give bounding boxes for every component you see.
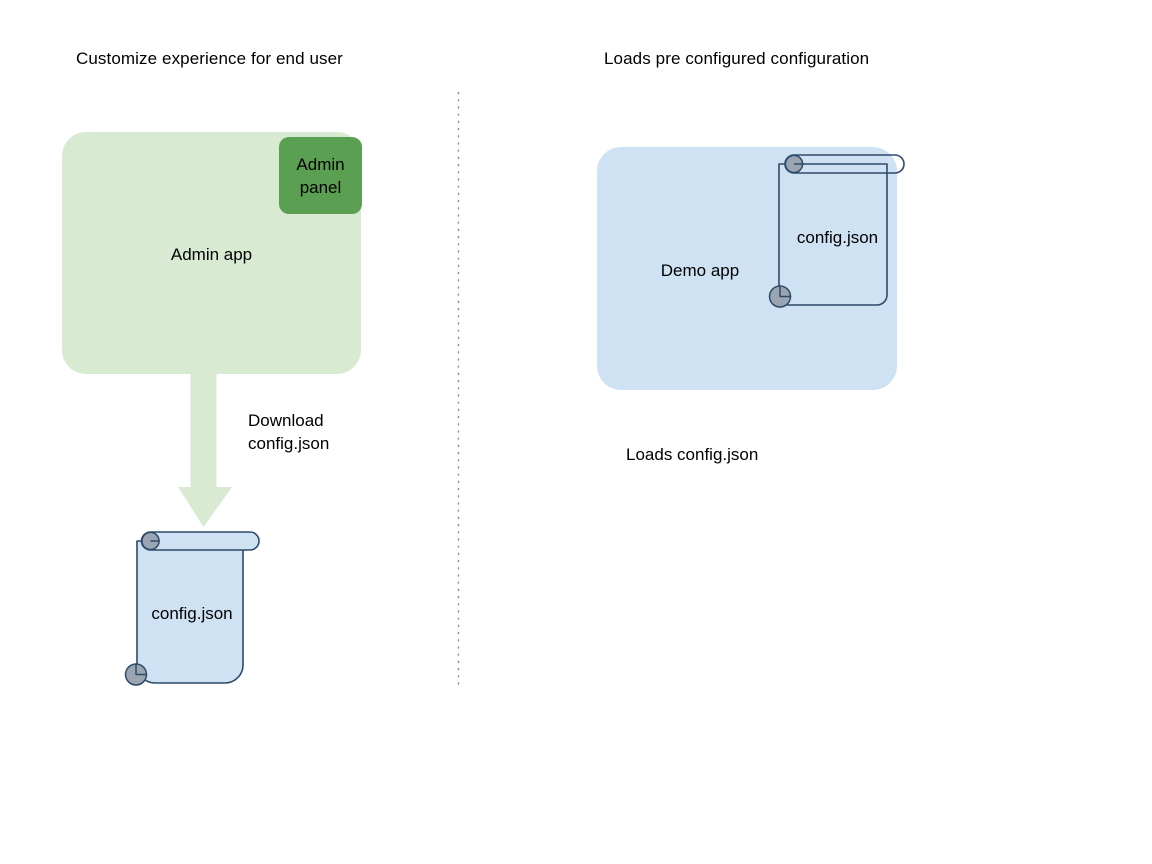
download-arrow-label-line1: Download [248,411,324,430]
right-column-title: Loads pre configured configuration [604,49,870,68]
left-column-title: Customize experience for end user [76,49,343,68]
download-arrow-label: Download config.json [248,409,329,456]
loads-config-caption: Loads config.json [626,445,759,464]
admin-panel-label-line1: Admin [296,155,345,174]
download-arrow-label-line2: config.json [248,434,330,454]
admin-panel-label-line2: panel [299,177,342,197]
config-json-label-right: config.json [796,228,879,247]
demo-app-label: Demo app [660,261,740,280]
admin-panel-label: Admin panel [279,154,362,199]
config-json-label-left: config.json [151,604,233,623]
admin-app-label: Admin app [170,245,253,264]
